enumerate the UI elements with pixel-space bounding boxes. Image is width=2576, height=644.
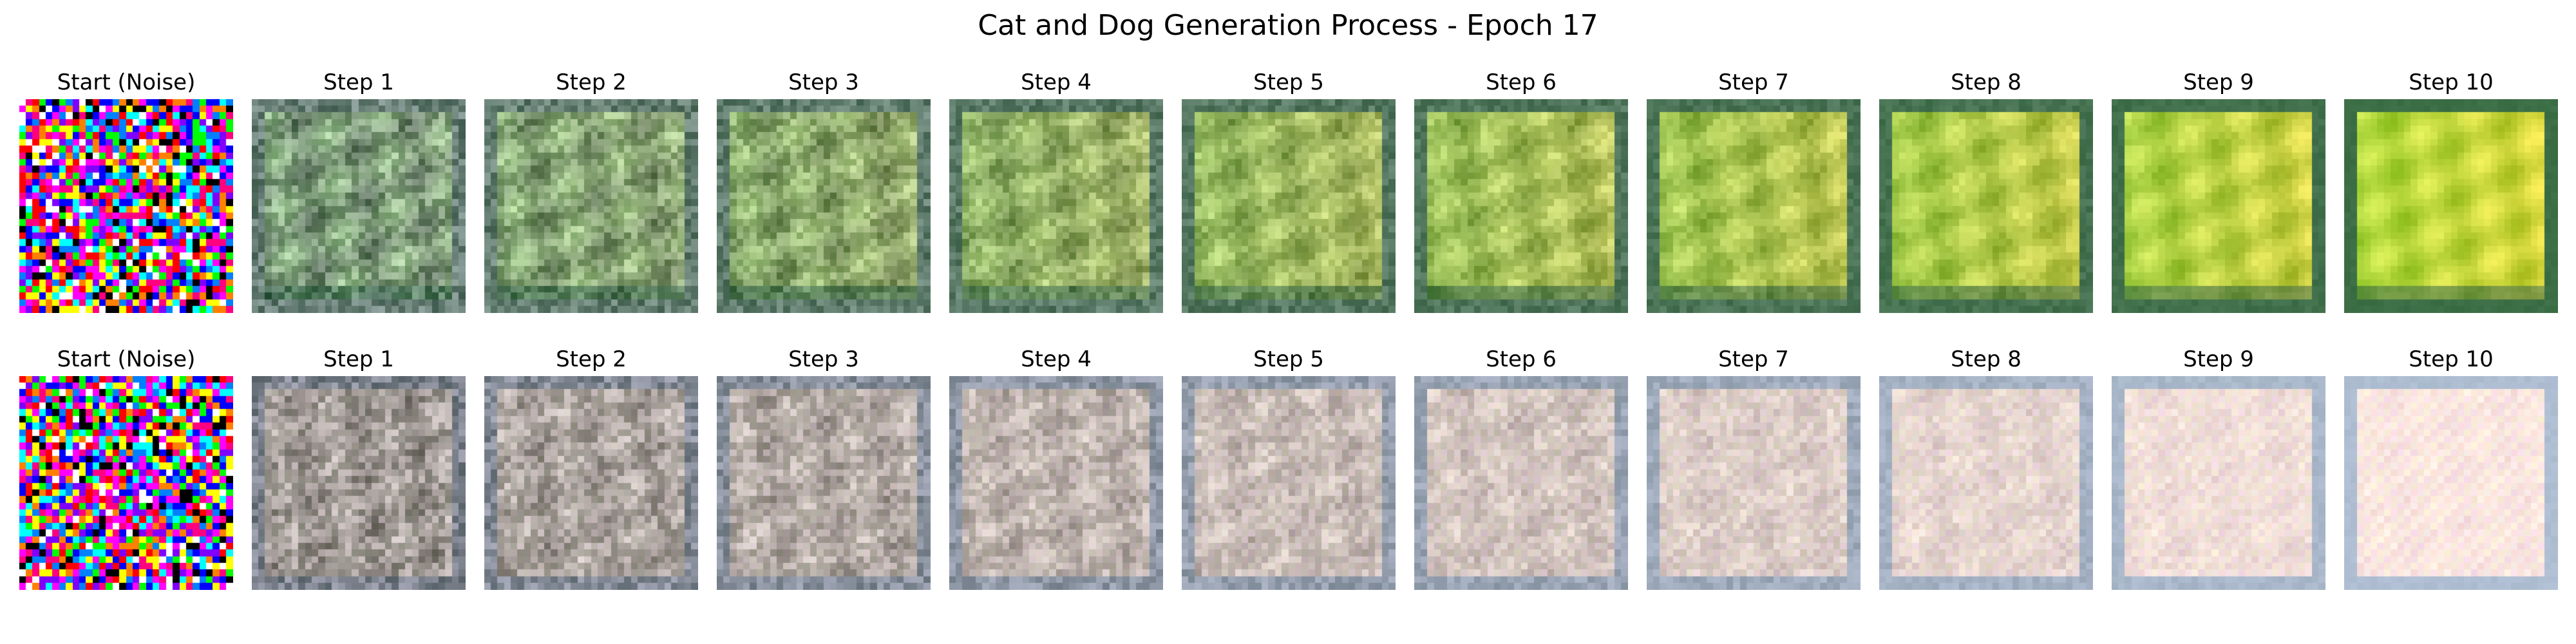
panel-title: Step 6 bbox=[1486, 70, 1557, 95]
generated-image bbox=[1182, 376, 1396, 590]
panel-title: Step 1 bbox=[323, 346, 394, 372]
panel-title: Step 9 bbox=[2183, 346, 2254, 372]
panel-row1-step7: Step 7 bbox=[1647, 70, 1861, 313]
generated-image bbox=[484, 376, 698, 590]
panel-row1-step3: Step 3 bbox=[717, 70, 931, 313]
panel-title: Step 6 bbox=[1486, 346, 1557, 372]
panel-row2-step9: Step 9 bbox=[2112, 346, 2325, 590]
noise-image bbox=[19, 99, 233, 313]
panel-title: Step 8 bbox=[1951, 346, 2022, 372]
panel-title: Start (Noise) bbox=[57, 346, 196, 372]
panel-title: Step 10 bbox=[2409, 70, 2494, 95]
generated-image bbox=[2344, 99, 2558, 313]
generated-image bbox=[2112, 376, 2325, 590]
panel-title: Step 2 bbox=[556, 346, 627, 372]
panel-row1-step9: Step 9 bbox=[2112, 70, 2325, 313]
row-2: Start (Noise) Step 1 Step 2 Step 3 Step 4 Ste… bbox=[0, 346, 2576, 604]
generated-image bbox=[2112, 99, 2325, 313]
generated-image bbox=[1879, 99, 2093, 313]
panel-title: Step 5 bbox=[1253, 346, 1324, 372]
panel-row2-step1: Step 1 bbox=[252, 346, 466, 590]
panel-row1-step2: Step 2 bbox=[484, 70, 698, 313]
panel-title: Step 3 bbox=[788, 346, 859, 372]
panel-row1-step8: Step 8 bbox=[1879, 70, 2093, 313]
panel-row1-step0: Start (Noise) bbox=[19, 70, 233, 313]
figure-title: Cat and Dog Generation Process - Epoch 1… bbox=[978, 9, 1598, 42]
generated-image bbox=[1647, 99, 1861, 313]
row-1: Start (Noise) Step 1 Step 2 Step 3 Step 4 Ste… bbox=[0, 70, 2576, 327]
panel-row2-step4: Step 4 bbox=[949, 346, 1163, 590]
panel-row2-step6: Step 6 bbox=[1414, 346, 1628, 590]
panel-title: Step 9 bbox=[2183, 70, 2254, 95]
panel-row1-step10: Step 10 bbox=[2344, 70, 2558, 313]
panel-title: Start (Noise) bbox=[57, 70, 196, 95]
generated-image bbox=[1647, 376, 1861, 590]
panel-title: Step 10 bbox=[2409, 346, 2494, 372]
panel-title: Step 8 bbox=[1951, 70, 2022, 95]
panel-title: Step 4 bbox=[1021, 346, 1092, 372]
panel-row1-step6: Step 6 bbox=[1414, 70, 1628, 313]
generated-image bbox=[717, 99, 931, 313]
panel-title: Step 4 bbox=[1021, 70, 1092, 95]
panel-row2-step2: Step 2 bbox=[484, 346, 698, 590]
generated-image bbox=[1414, 376, 1628, 590]
generated-image bbox=[949, 376, 1163, 590]
panel-row1-step1: Step 1 bbox=[252, 70, 466, 313]
generated-image bbox=[252, 99, 466, 313]
panel-title: Step 1 bbox=[323, 70, 394, 95]
generated-image bbox=[949, 99, 1163, 313]
panel-row1-step5: Step 5 bbox=[1182, 70, 1396, 313]
generated-image bbox=[717, 376, 931, 590]
panel-row2-step8: Step 8 bbox=[1879, 346, 2093, 590]
panel-row2-step10: Step 10 bbox=[2344, 346, 2558, 590]
panel-title: Step 5 bbox=[1253, 70, 1324, 95]
generated-image bbox=[1879, 376, 2093, 590]
panel-row2-step7: Step 7 bbox=[1647, 346, 1861, 590]
panel-title: Step 7 bbox=[1718, 70, 1789, 95]
panel-row2-step0: Start (Noise) bbox=[19, 346, 233, 590]
noise-image bbox=[19, 376, 233, 590]
panel-row2-step3: Step 3 bbox=[717, 346, 931, 590]
generated-image bbox=[2344, 376, 2558, 590]
generated-image bbox=[1182, 99, 1396, 313]
panel-title: Step 2 bbox=[556, 70, 627, 95]
generated-image bbox=[1414, 99, 1628, 313]
generated-image bbox=[484, 99, 698, 313]
generated-image bbox=[252, 376, 466, 590]
panel-title: Step 3 bbox=[788, 70, 859, 95]
panel-row2-step5: Step 5 bbox=[1182, 346, 1396, 590]
panel-title: Step 7 bbox=[1718, 346, 1789, 372]
panel-row1-step4: Step 4 bbox=[949, 70, 1163, 313]
